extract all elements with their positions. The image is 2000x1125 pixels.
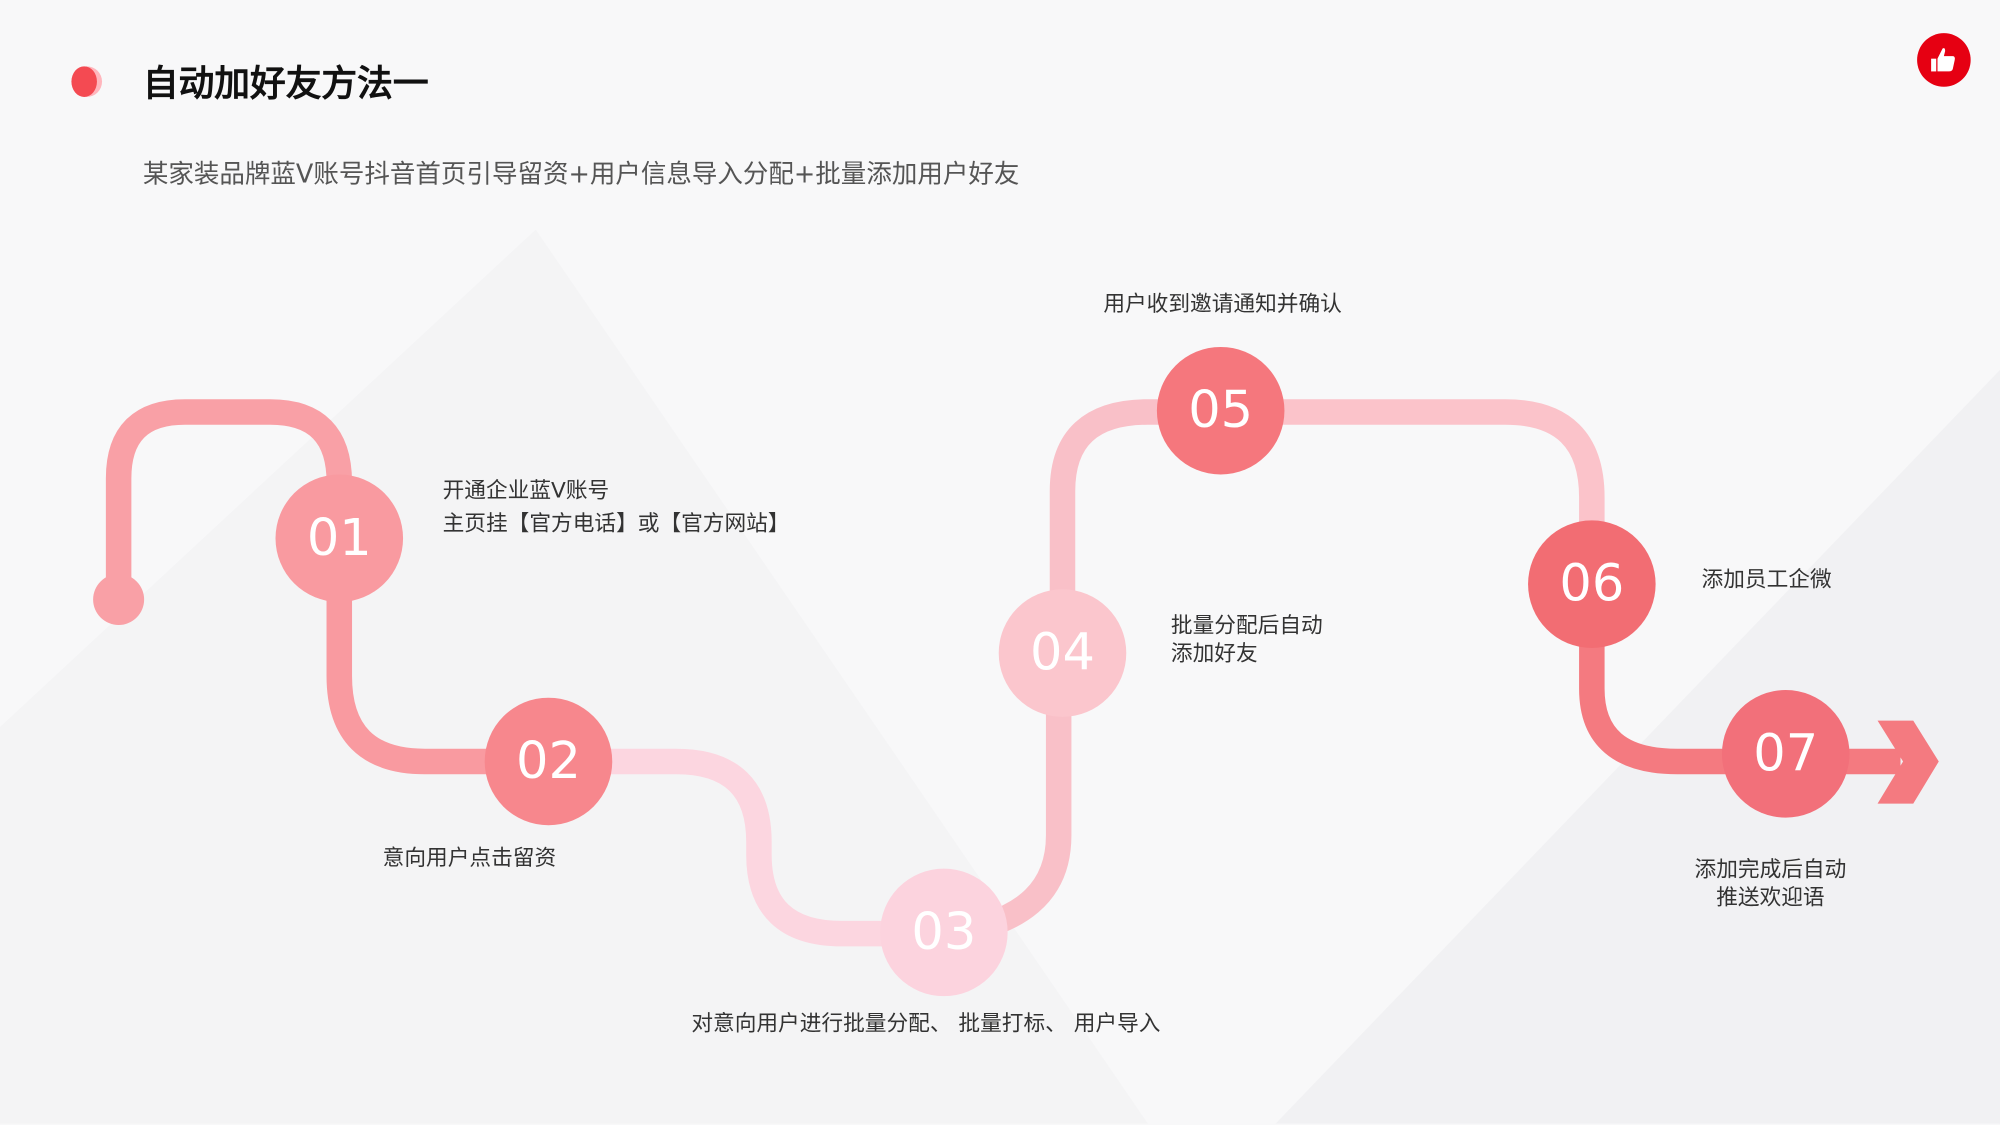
step-03-label: 对意向用户进行批量分配、 批量打标、 用户导入 [691, 1011, 1161, 1037]
path-segment-04-05 [1049, 399, 1221, 654]
svg-text:03: 03 [911, 903, 976, 962]
step-circle-02: 02 [484, 697, 613, 826]
step-circle-06: 06 [1528, 520, 1656, 648]
step-01-label: 开通企业蓝V账号 主页挂【官方电话】或【官方网站】 [443, 477, 790, 538]
step-07-line-2: 推送欢迎语 [1716, 885, 1825, 911]
path-segment-01-02 [326, 538, 549, 775]
step-05-label: 用户收到邀请通知并确认 [1103, 292, 1342, 318]
step-circle-01: 01 [275, 474, 404, 603]
svg-text:04: 04 [1030, 624, 1095, 683]
step-circle-04: 04 [998, 589, 1127, 717]
step-04-line-1: 批量分配后自动 [1170, 613, 1323, 640]
page-subtitle: 某家装品牌蓝V账号抖音首页引导留资+用户信息导入分配+批量添加用户好友 [142, 158, 1020, 189]
page-title: 自动加好友方法一 [142, 62, 429, 105]
path-segment-05-06 [1220, 399, 1605, 585]
path-segment-start [105, 399, 353, 600]
svg-text:01: 01 [307, 509, 372, 568]
thumbs-up-icon[interactable] [1917, 33, 1971, 87]
step-04-line-2: 添加好友 [1170, 641, 1258, 668]
svg-text:06: 06 [1559, 555, 1624, 614]
step-07-line-1: 添加完成后自动 [1694, 857, 1847, 883]
step-07-label: 添加完成后自动 推送欢迎语 [1681, 856, 1860, 912]
step-01-line-1: 开通企业蓝V账号 [442, 478, 610, 504]
step-circle-07: 07 [1721, 690, 1850, 818]
path-segment-06-07 [1579, 584, 1901, 775]
step-circle-05: 05 [1156, 346, 1285, 475]
step-02-label: 意向用户点击留资 [382, 845, 557, 872]
svg-text:05: 05 [1188, 381, 1253, 440]
arrow-head-icon [1877, 720, 1939, 804]
path-segment-02-03 [548, 748, 944, 947]
step-circle-03: 03 [880, 868, 1008, 997]
svg-text:02: 02 [516, 732, 581, 791]
step-01-line-2: 主页挂【官方电话】或【官方网站】 [442, 511, 790, 537]
svg-text:07: 07 [1753, 724, 1818, 783]
step-04-label: 批量分配后自动 添加好友 [1171, 612, 1323, 668]
title-bullet-icon-front [71, 66, 97, 97]
path-start-dot [93, 573, 145, 625]
step-06-label: 添加员工企微 [1701, 567, 1832, 594]
